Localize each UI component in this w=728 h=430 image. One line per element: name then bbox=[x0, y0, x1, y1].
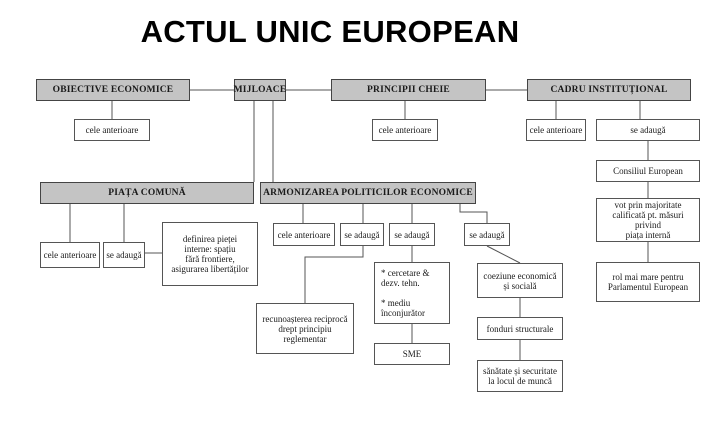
node-mijloace: MIJLOACE bbox=[234, 79, 286, 101]
node-definirea-pietei: definirea pieței interne: spațiu fără fr… bbox=[162, 222, 258, 286]
page-title: ACTUL UNIC EUROPEAN bbox=[140, 14, 520, 49]
node-armonizarea-politicilor: ARMONIZAREA POLITICILOR ECONOMICE bbox=[260, 182, 476, 204]
node-piata-comuna: PIAȚA COMUNĂ bbox=[40, 182, 254, 204]
line-add1-recunoasterea bbox=[304, 246, 364, 303]
line-add3-coeziune bbox=[486, 245, 521, 264]
node-armonizarea-se-adauga-2: se adaugă bbox=[389, 223, 435, 246]
node-cercetare-mediu: * cercetare & dezv. tehn. * mediu înconj… bbox=[374, 262, 450, 324]
node-sanatate-securitate: sănătate și securitate la locul de muncă bbox=[477, 360, 563, 392]
node-sme: SME bbox=[374, 343, 450, 365]
node-piata-se-adauga: se adaugă bbox=[103, 242, 145, 268]
line-arm-add3 bbox=[459, 204, 488, 223]
node-recunoasterea-reciproca: recunoașterea reciprocă drept principiu … bbox=[256, 303, 354, 354]
node-principii-cheie: PRINCIPII CHEIE bbox=[331, 79, 486, 101]
node-obiective-economice: OBIECTIVE ECONOMICE bbox=[36, 79, 190, 101]
node-cadru-se-adauga: se adaugă bbox=[596, 119, 700, 141]
node-armonizarea-anterioare: cele anterioare bbox=[273, 223, 335, 246]
node-consiliul-european: Consiliul European bbox=[596, 160, 700, 182]
node-cadru-anterioare: cele anterioare bbox=[526, 119, 586, 141]
node-fonduri-structurale: fonduri structurale bbox=[477, 317, 563, 340]
node-principii-anterioare: cele anterioare bbox=[372, 119, 438, 141]
node-obiective-anterioare: cele anterioare bbox=[74, 119, 150, 141]
node-piata-anterioare: cele anterioare bbox=[40, 242, 100, 268]
node-vot-majoritate: vot prin majoritate calificată pt. măsur… bbox=[596, 198, 700, 242]
node-armonizarea-se-adauga-1: se adaugă bbox=[340, 223, 384, 246]
node-coeziune-economica: coeziune economică și socială bbox=[477, 263, 563, 298]
node-armonizarea-se-adauga-3: se adaugă bbox=[464, 223, 510, 246]
node-parlamentul-european: rol mai mare pentru Parlamentul European bbox=[596, 262, 700, 302]
node-cadru-institutional: CADRU INSTITUȚIONAL bbox=[527, 79, 691, 101]
